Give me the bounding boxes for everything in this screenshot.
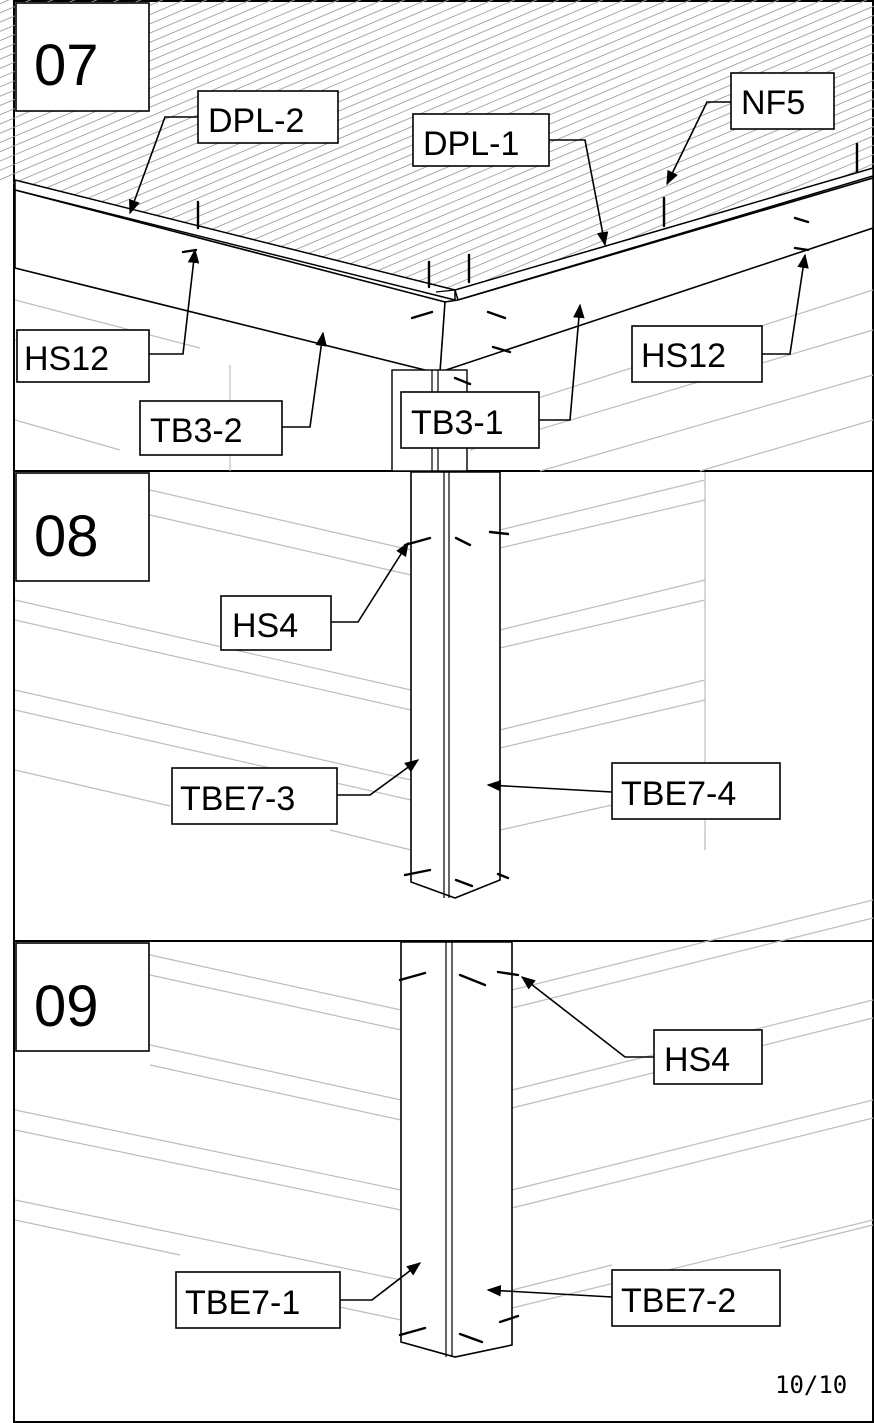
- svg-text:HS12: HS12: [24, 340, 109, 378]
- svg-text:TBE7-2: TBE7-2: [621, 1282, 736, 1320]
- step-number: 09: [34, 974, 99, 1039]
- fascia-board-tb3-1: [439, 176, 874, 374]
- callout-dpl-2: DPL-2: [129, 90, 339, 215]
- panel-08: 08 HS4 TBE7-3 TBE7-4: [14, 471, 781, 899]
- callout-hs12-left: HS12: [16, 248, 200, 383]
- callout-tb3-2: TB3-2: [139, 331, 327, 456]
- callout-hs12-right: HS12: [631, 253, 809, 383]
- callout-hs4: HS4: [220, 541, 409, 651]
- svg-text:HS4: HS4: [664, 1041, 730, 1079]
- callout-tbe7-3: TBE7-3: [171, 759, 420, 825]
- step-number-box: [15, 2, 150, 112]
- svg-text:TBE7-3: TBE7-3: [180, 780, 295, 818]
- roof-nails: [196, 142, 859, 289]
- corner-trim-post: [410, 471, 501, 899]
- svg-text:DPL-2: DPL-2: [208, 102, 304, 140]
- page-number: 10/10: [775, 1371, 847, 1399]
- step-number: 07: [34, 33, 99, 98]
- svg-text:TBE7-1: TBE7-1: [185, 1284, 300, 1322]
- svg-text:HS12: HS12: [641, 337, 726, 375]
- svg-text:DPL-1: DPL-1: [423, 125, 519, 163]
- callout-tbe7-4: TBE7-4: [486, 762, 781, 820]
- trim-screws: [398, 970, 520, 1344]
- step-number-box: [15, 472, 150, 582]
- callout-dpl-1: DPL-1: [412, 113, 609, 247]
- svg-text:TB3-1: TB3-1: [411, 404, 504, 442]
- callout-tb3-1: TB3-1: [400, 303, 585, 449]
- panel-09: 09 HS4 TBE7-1 TBE7-2 10/10: [14, 899, 874, 1399]
- page-frame: [13, 0, 874, 1423]
- svg-text:NF5: NF5: [741, 84, 805, 122]
- corner-trim-post: [400, 941, 513, 1358]
- svg-text:TB3-2: TB3-2: [150, 412, 243, 450]
- svg-text:TBE7-4: TBE7-4: [621, 775, 736, 813]
- trim-screws: [403, 530, 510, 888]
- svg-text:HS4: HS4: [232, 607, 298, 645]
- wall-boards: [14, 472, 706, 851]
- panel-07: 07 DPL-2 DPL-1 NF5 HS12 TB3-2: [0, 0, 874, 472]
- step-number: 08: [34, 504, 99, 569]
- callout-hs4: HS4: [520, 976, 763, 1085]
- callout-tbe7-2: TBE7-2: [486, 1269, 781, 1327]
- drip-profile-dpl-1: [454, 166, 874, 301]
- callout-nf5: NF5: [666, 72, 835, 186]
- step-number-box: [15, 942, 150, 1052]
- callout-tbe7-1: TBE7-1: [175, 1262, 422, 1329]
